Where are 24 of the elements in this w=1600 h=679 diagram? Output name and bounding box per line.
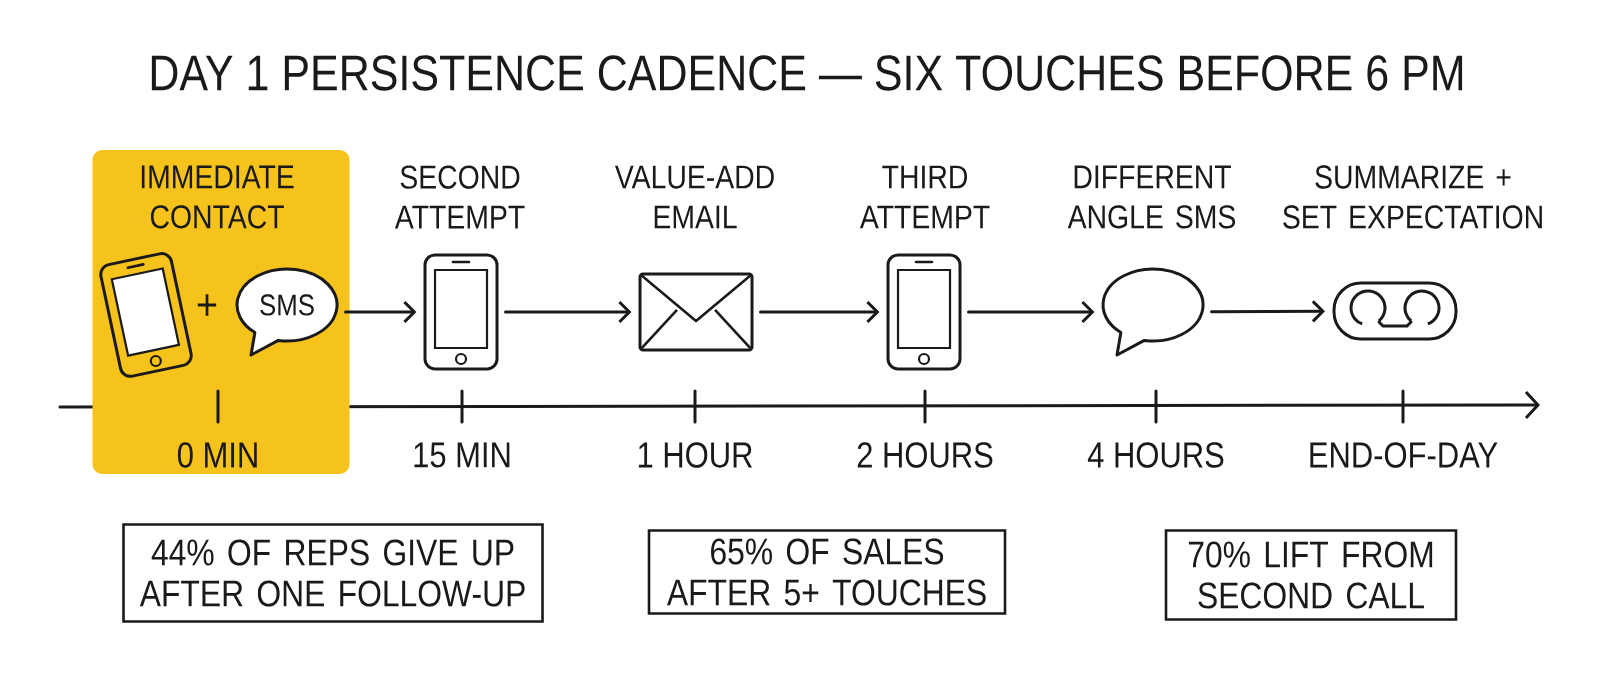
time-label: 2 HOURS [857, 442, 993, 468]
time-label: 1 HOUR [638, 442, 753, 468]
speech-bubble: SMS [235, 267, 339, 357]
arrow [759, 300, 880, 324]
step-heading: THIRD ATTEMPT [859, 165, 990, 229]
arrow [344, 300, 417, 324]
stat-box: 65% OF SALES AFTER 5+ TOUCHES [647, 529, 1007, 615]
step-heading: DIFFERENT ANGLE SMS [1067, 165, 1236, 229]
step-heading: IMMEDIATE CONTACT [141, 165, 294, 229]
phone-icon [99, 252, 193, 378]
step-heading: SECOND ATTEMPT [394, 165, 525, 229]
time-label: 0 MIN [177, 442, 257, 468]
plus-sign: + [197, 294, 217, 316]
arrow [504, 300, 632, 324]
arrow [1210, 300, 1325, 323]
stat-box: 44% OF REPS GIVE UP AFTER ONE FOLLOW-UP [122, 523, 544, 623]
title: DAY 1 PERSISTENCE CADENCE — SIX TOUCHES BEFORE 6 PM [151, 55, 1463, 91]
time-label: 15 MIN [414, 442, 510, 468]
time-label: 4 HOURS [1087, 442, 1224, 468]
stat-box: 70% LIFT FROM SECOND CALL [1164, 529, 1458, 621]
step-heading: SUMMARIZE + SET EXPECTATION [1283, 165, 1542, 229]
arrow [967, 300, 1095, 324]
time-label: END-OF-DAY [1310, 442, 1498, 468]
step-heading: VALUE-ADD EMAIL [614, 165, 774, 229]
